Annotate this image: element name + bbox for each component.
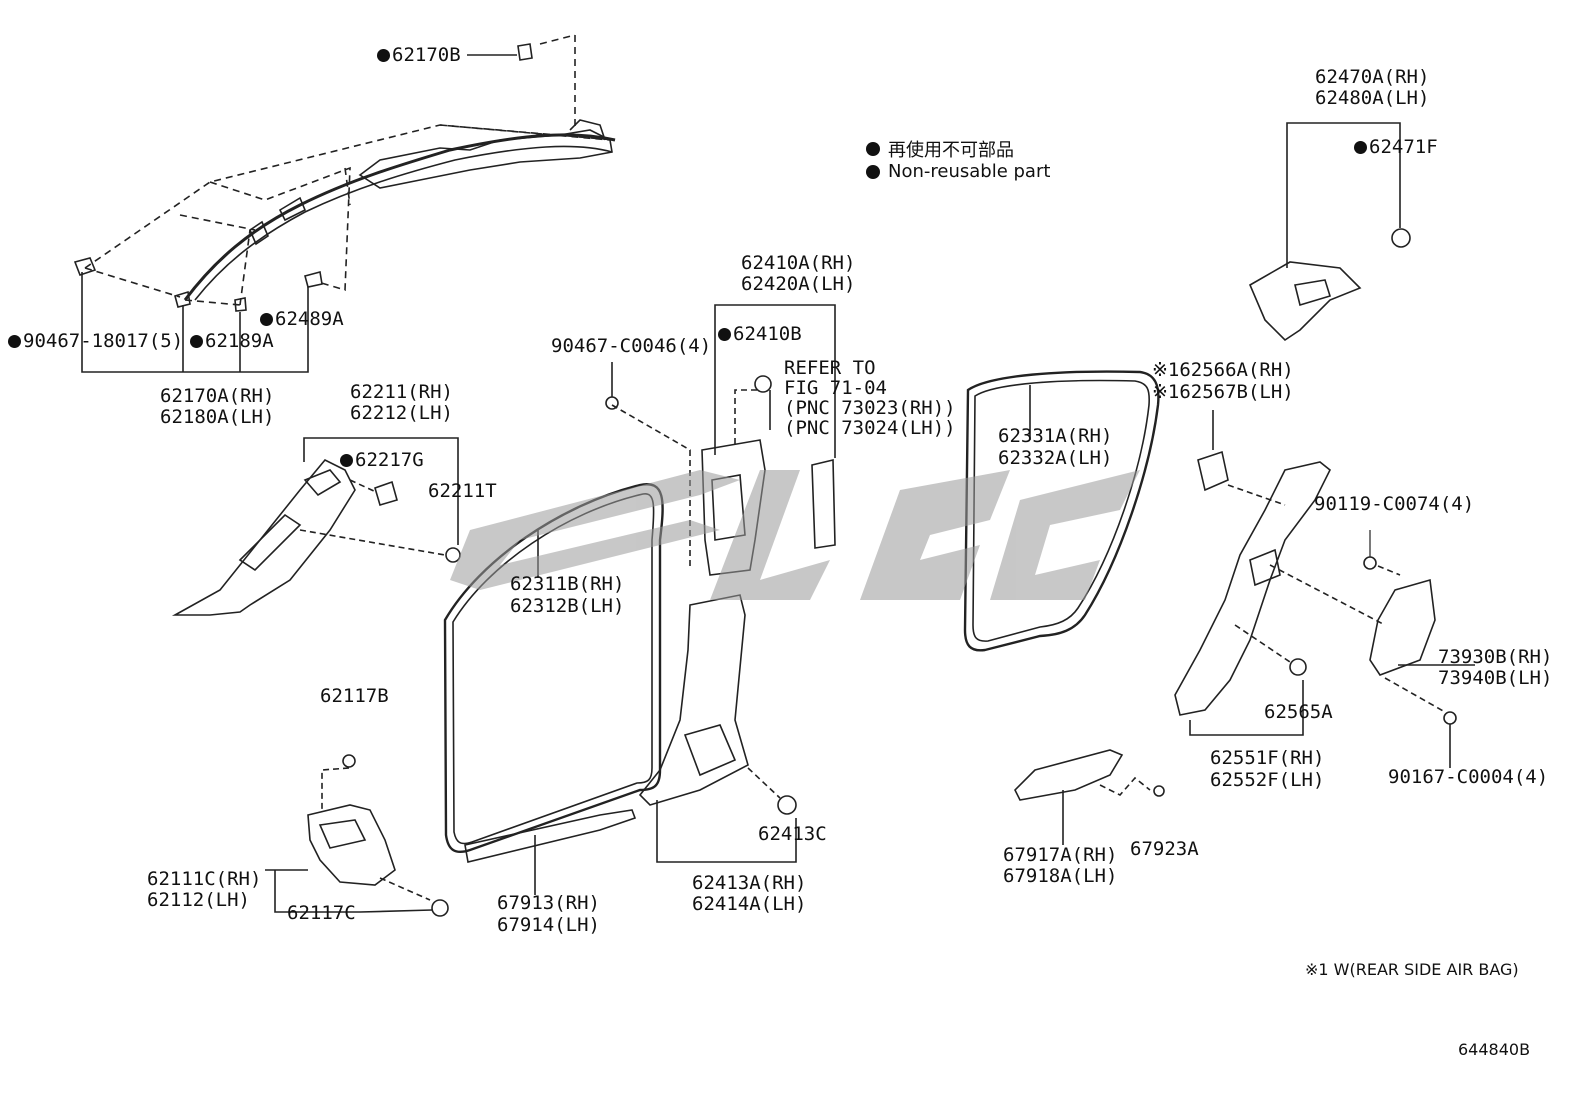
label-62217G: 62217G: [340, 449, 424, 471]
label-62211T: 62211T: [428, 480, 497, 502]
refer-line-4: (PNC 73024(LH)): [784, 417, 956, 439]
label-62413A-rh: 62413A(RH): [692, 872, 807, 894]
bracket-62211: [303, 437, 459, 545]
label-62211-rh: 62211(RH): [350, 381, 453, 403]
clip-62471F: [1391, 228, 1411, 248]
watermark-logo: [450, 470, 1140, 600]
bracket-62413A: [656, 800, 797, 863]
rear-door-weatherstrip-drawing: [963, 370, 1160, 652]
label-62117C: 62117C: [287, 902, 356, 924]
rear-scuff-plate-drawing: [1014, 749, 1124, 801]
airbag-clip-left: [73, 257, 97, 277]
label-62410A-rh: 62410A(RH): [741, 252, 856, 274]
airbag-clip-62489A: [304, 271, 323, 288]
legend-text-jp: 再使用不可部品: [888, 140, 1014, 161]
quarter-pillar-upper-drawing: [1248, 261, 1362, 342]
clip-67923A: [1153, 785, 1165, 797]
label-90467-18017: 90467-18017(5): [8, 330, 183, 352]
label-67914-lh: 67914(LH): [497, 914, 600, 936]
label-67923A: 67923A: [1130, 838, 1199, 860]
airbag-dashed-guides: [84, 34, 616, 306]
label-62170B: 62170B: [377, 44, 461, 66]
label-62311B-rh: 62311B(RH): [510, 573, 625, 595]
legend-text-en: Non-reusable part: [888, 161, 1051, 182]
refer-line-3: (PNC 73023(RH)): [784, 397, 956, 419]
label-62470A-rh: 62470A(RH): [1315, 66, 1430, 88]
front-pillar-garnish-drawing: [171, 459, 356, 616]
label-62413C: 62413C: [758, 823, 827, 845]
seatbelt-retractor: [1369, 578, 1436, 676]
label-67913-rh: 67913(RH): [497, 892, 600, 914]
label-62489A: 62489A: [260, 308, 344, 330]
clip-62211T: [445, 547, 461, 563]
bolt-90167-C0004: [1443, 711, 1457, 725]
label-62565A: 62565A: [1264, 701, 1333, 723]
cowl-side-trim-drawing: [307, 804, 396, 886]
airbag-clip-mid: [174, 290, 191, 308]
label-67918A-lh: 67918A(LH): [1003, 865, 1118, 887]
clip-62217G: [374, 480, 398, 506]
label-62551F-rh: 62551F(RH): [1210, 747, 1325, 769]
refer-line-1: REFER TO: [784, 357, 876, 379]
figure-id: 644840B: [1458, 1040, 1531, 1059]
label-62111C-rh: 62111C(RH): [147, 868, 262, 890]
label-62480A-lh: 62480A(LH): [1315, 87, 1430, 109]
label-62170A-rh: 62170A(RH): [160, 385, 275, 407]
label-62117B: 62117B: [320, 685, 389, 707]
label-62180A-lh: 62180A(LH): [160, 406, 275, 428]
rear-side-trim-drawing: [1174, 461, 1332, 716]
footnote: ※1 W(REAR SIDE AIR BAG): [1305, 960, 1519, 979]
label-62189A: 62189A: [190, 330, 274, 352]
clip-62413C: [777, 795, 797, 815]
label-62331A-rh: 62331A(RH): [998, 425, 1113, 447]
screw-90467-C0046: [605, 396, 619, 410]
label-62312B-lh: 62312B(LH): [510, 595, 625, 617]
label-62552F-lh: 62552F(LH): [1210, 769, 1325, 791]
label-90467-C0046: 90467-C0046(4): [551, 335, 712, 357]
label-90167-C0004: 90167-C0004(4): [1388, 766, 1549, 788]
bolt-90119-C0074: [1363, 556, 1377, 570]
label-62471F: 62471F: [1354, 136, 1438, 158]
label-62212-lh: 62212(LH): [350, 402, 453, 424]
label-67917A-rh: 67917A(RH): [1003, 844, 1118, 866]
label-90119-C0074: 90119-C0074(4): [1314, 493, 1475, 515]
legend-bullet-icon: [866, 164, 880, 179]
airbag-bracket-62566A: [1197, 450, 1229, 492]
label-62332A-lh: 62332A(LH): [998, 447, 1113, 469]
seatbelt-anchor-cover: [811, 458, 836, 549]
label-62112-lh: 62112(LH): [147, 889, 250, 911]
clip-62117C: [431, 899, 449, 917]
label-73930B-rh: 73930B(RH): [1438, 646, 1553, 668]
curtain-airbag-drawing: [183, 119, 616, 301]
legend-row-en: Non-reusable part: [866, 161, 1050, 182]
label-62420A-lh: 62420A(LH): [741, 273, 856, 295]
clip-62117B: [342, 754, 356, 768]
legend-bullet-icon: [866, 142, 880, 156]
label-62410B: 62410B: [718, 323, 802, 345]
label-62414A-lh: 62414A(LH): [692, 893, 807, 915]
clip-62565A: [1289, 658, 1307, 676]
label-62566A-rh: ※162566A(RH): [1152, 359, 1294, 381]
label-62567B-lh: ※162567B(LH): [1152, 381, 1294, 403]
bracket-62111C: [274, 870, 360, 913]
label-73940B-lh: 73940B(LH): [1438, 667, 1553, 689]
refer-line-2: FIG 71-04: [784, 377, 887, 399]
front-scuff-plate-drawing: [464, 809, 637, 863]
bolt-62170B: [517, 43, 533, 61]
clip-62410B: [754, 375, 772, 393]
center-pillar-lower-drawing: [638, 594, 749, 806]
legend-row-jp: 再使用不可部品: [866, 136, 1014, 162]
bracket-62410A: [714, 304, 836, 458]
airbag-clip-62189A: [234, 297, 247, 312]
